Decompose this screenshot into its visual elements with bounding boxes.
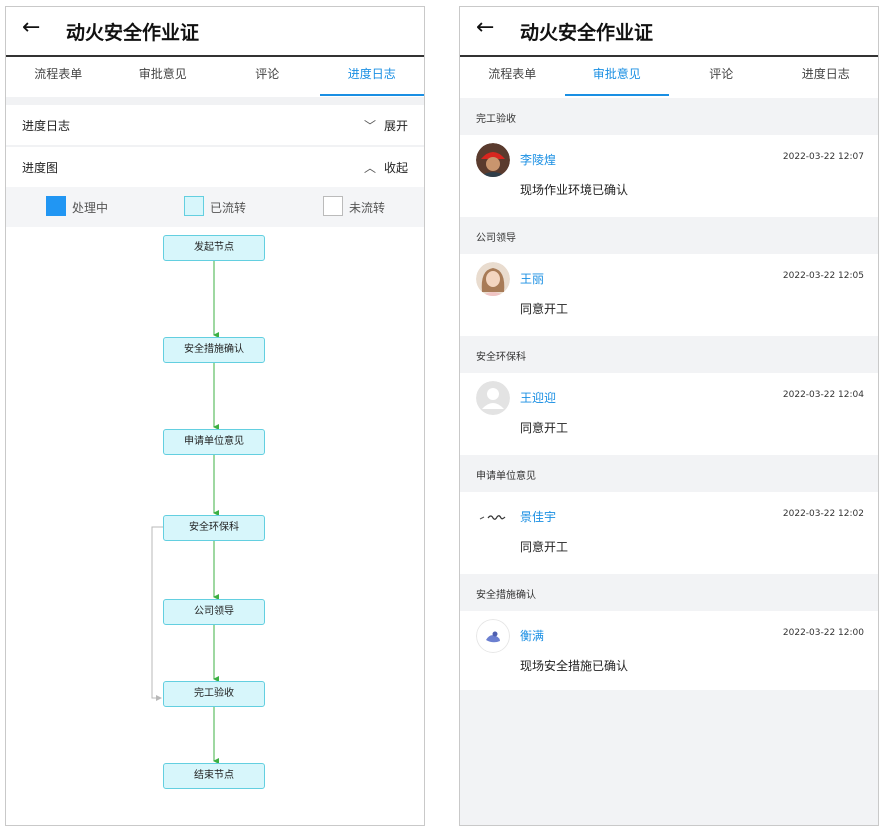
- tab-progress-log[interactable]: 进度日志: [801, 67, 850, 81]
- expand-button[interactable]: ﹀ 展开: [364, 117, 408, 134]
- flow-chart: 发起节点 安全措施确认 申请单位意见 安全环保科 公司领导 完工验收 结束节点: [6, 227, 424, 825]
- tab-form[interactable]: 流程表单: [34, 67, 83, 81]
- approval-comment: 同意开工: [520, 540, 569, 554]
- flow-legend: 处理中 已流转 未流转: [6, 187, 424, 227]
- approval-group-header: 公司领导: [460, 217, 878, 254]
- approver-name[interactable]: 王丽: [520, 272, 545, 286]
- chevron-down-icon: ﹀: [363, 119, 376, 133]
- approval-group-header: 安全措施确认: [460, 574, 878, 611]
- tab-bar: 流程表单 审批意见 评论 进度日志: [6, 57, 424, 97]
- progress-log-row[interactable]: 进度日志 ﹀ 展开: [6, 105, 424, 145]
- legend-label: 已流转: [210, 201, 247, 215]
- approval-group-header: 申请单位意见: [460, 455, 878, 492]
- flow-loop-connector: [151, 526, 163, 701]
- page-title: 动火安全作业证: [66, 22, 200, 44]
- approval-card[interactable]: 王丽 2022-03-22 12:05 同意开工: [460, 254, 878, 336]
- flow-node-company-leader[interactable]: 公司领导: [163, 599, 265, 625]
- tab-comments[interactable]: 评论: [255, 67, 280, 81]
- expand-label: 展开: [383, 119, 408, 133]
- approval-card[interactable]: 衡满 2022-03-22 12:00 现场安全措施已确认: [460, 611, 878, 693]
- progress-chart-label: 进度图: [22, 161, 59, 175]
- flow-node-start[interactable]: 发起节点: [163, 235, 265, 261]
- approval-time: 2022-03-22 12:00: [782, 628, 864, 638]
- collapse-label: 收起: [383, 161, 408, 175]
- group-title: 安全环保科: [476, 352, 526, 363]
- approval-time: 2022-03-22 12:05: [782, 271, 864, 281]
- signature-avatar: [476, 500, 510, 534]
- progress-log-label: 进度日志: [22, 119, 71, 133]
- tab-approval[interactable]: 审批意见: [138, 67, 187, 81]
- helmet-avatar: [476, 143, 510, 177]
- tab-bar: 流程表单 审批意见 评论 进度日志: [460, 57, 878, 97]
- approver-name[interactable]: 景佳宇: [520, 510, 557, 524]
- approval-comment: 现场作业环境已确认: [520, 183, 629, 197]
- page-title: 动火安全作业证: [520, 22, 654, 44]
- approver-name[interactable]: 衡满: [520, 629, 545, 643]
- legend-label: 未流转: [349, 201, 386, 215]
- tab-comments[interactable]: 评论: [709, 67, 734, 81]
- group-title: 公司领导: [476, 233, 516, 244]
- not-transferred-swatch: [323, 196, 343, 216]
- approval-card[interactable]: 李陵煌 2022-03-22 12:07 现场作业环境已确认: [460, 135, 878, 217]
- chevron-up-icon: ︿: [363, 161, 376, 175]
- group-title: 完工验收: [476, 114, 516, 125]
- approver-name[interactable]: 王迎迎: [520, 391, 557, 405]
- default-user-avatar: [476, 381, 510, 415]
- approval-time: 2022-03-22 12:02: [782, 509, 864, 519]
- legend-label: 处理中: [72, 201, 109, 215]
- approval-comment: 同意开工: [520, 421, 569, 435]
- empty-area: [460, 690, 878, 825]
- transferred-swatch: [184, 196, 204, 216]
- tab-form[interactable]: 流程表单: [488, 67, 537, 81]
- progress-chart-row[interactable]: 进度图 ︿ 收起: [6, 147, 424, 187]
- approver-name[interactable]: 李陵煌: [520, 153, 557, 167]
- bird-avatar: [476, 619, 510, 653]
- app-header: ← 动火安全作业证: [460, 7, 878, 57]
- processing-swatch: [46, 196, 66, 216]
- progress-log-screen: ← 动火安全作业证 流程表单 审批意见 评论 进度日志 进度日志 ﹀ 展开 进度图…: [5, 6, 425, 826]
- portrait-avatar: [476, 262, 510, 296]
- divider: [6, 97, 424, 105]
- approval-opinion-screen: ← 动火安全作业证 流程表单 审批意见 评论 进度日志 完工验收 李陵煌 202…: [459, 6, 879, 826]
- back-arrow-icon[interactable]: ←: [476, 15, 495, 40]
- approval-time: 2022-03-22 12:07: [782, 152, 864, 162]
- flow-node-safety-env-dept[interactable]: 安全环保科: [163, 515, 265, 541]
- flow-node-completion-check[interactable]: 完工验收: [163, 681, 265, 707]
- flow-node-applicant-opinion[interactable]: 申请单位意见: [163, 429, 265, 455]
- flow-connectors: [151, 261, 219, 764]
- flow-node-end[interactable]: 结束节点: [163, 763, 265, 789]
- collapse-button[interactable]: ︿ 收起: [364, 159, 408, 176]
- approval-card[interactable]: 景佳宇 2022-03-22 12:02 同意开工: [460, 492, 878, 574]
- tab-progress-log[interactable]: 进度日志: [319, 57, 425, 97]
- approval-comment: 同意开工: [520, 302, 569, 316]
- back-arrow-icon[interactable]: ←: [22, 15, 41, 40]
- approval-group-header: 安全环保科: [460, 336, 878, 373]
- tab-approval[interactable]: 审批意见: [564, 57, 670, 97]
- group-title: 申请单位意见: [476, 471, 536, 482]
- app-header: ← 动火安全作业证: [6, 7, 424, 57]
- approval-time: 2022-03-22 12:04: [782, 390, 864, 400]
- approval-card[interactable]: 王迎迎 2022-03-22 12:04 同意开工: [460, 373, 878, 455]
- flow-node-safety-measures[interactable]: 安全措施确认: [163, 337, 265, 363]
- approval-comment: 现场安全措施已确认: [520, 659, 629, 673]
- group-title: 安全措施确认: [476, 590, 536, 601]
- approval-group-header: 完工验收: [460, 98, 878, 135]
